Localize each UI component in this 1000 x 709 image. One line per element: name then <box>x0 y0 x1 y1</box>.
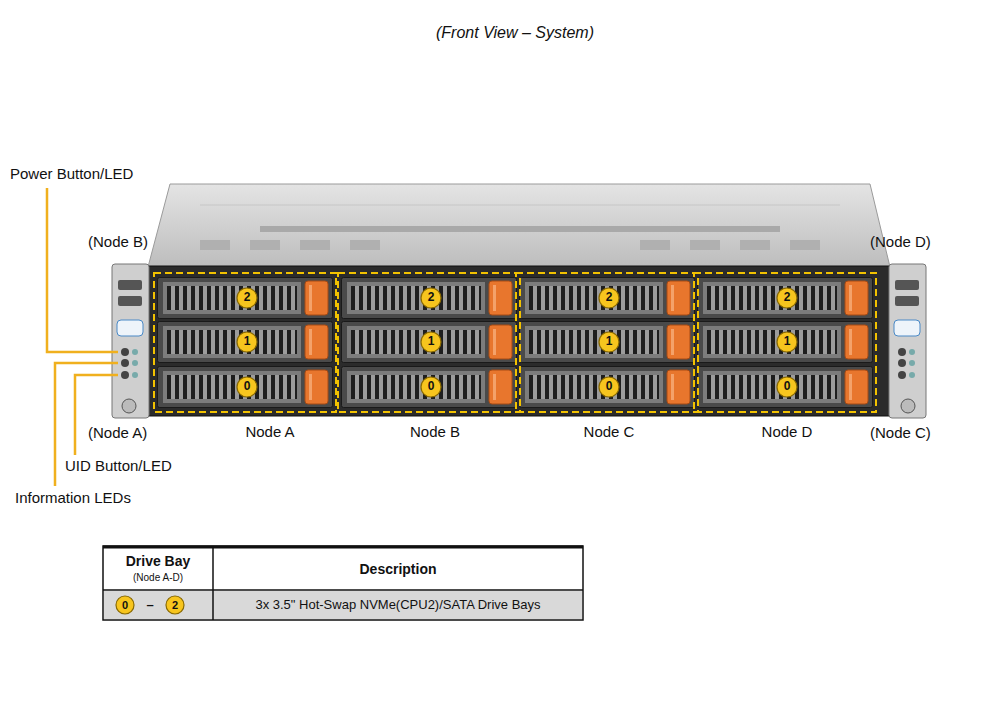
callout-label: Power Button/LED <box>10 165 133 182</box>
callout-number: 1 <box>244 335 251 349</box>
callout-number: 2 <box>606 291 613 305</box>
node-label: Node B <box>410 423 460 440</box>
callout-label: UID Button/LED <box>65 457 172 474</box>
node-label: Node A <box>245 423 294 440</box>
callout-number: 2 <box>784 291 791 305</box>
table-cell: 3x 3.5" Hot-Swap NVMe(CPU2)/SATA Drive B… <box>255 598 540 613</box>
callout-number: 0 <box>122 599 128 612</box>
node-label: (Node B) <box>88 233 148 250</box>
callout-number: 1 <box>428 335 435 349</box>
table-cell: – <box>146 598 153 613</box>
callout-number: 0 <box>606 380 613 394</box>
callout-number: 1 <box>606 335 613 349</box>
callout-number: 0 <box>784 380 791 394</box>
callout-number: 2 <box>244 291 251 305</box>
node-label: (Node C) <box>870 424 931 441</box>
callout-number: 0 <box>244 380 251 394</box>
node-label: Node D <box>762 423 813 440</box>
table-header: Drive Bay <box>126 553 191 569</box>
callout-number: 2 <box>172 599 178 612</box>
node-label: Node C <box>584 423 635 440</box>
callout-number: 1 <box>784 335 791 349</box>
node-label: (Node D) <box>870 233 931 250</box>
node-label: (Node A) <box>88 424 147 441</box>
table-header: (Node A-D) <box>133 572 183 584</box>
figure-title: (Front View – System) <box>436 24 594 42</box>
callout-number: 2 <box>428 291 435 305</box>
table-header: Description <box>359 561 436 577</box>
callout-label: Information LEDs <box>15 489 131 506</box>
callout-number: 0 <box>428 380 435 394</box>
